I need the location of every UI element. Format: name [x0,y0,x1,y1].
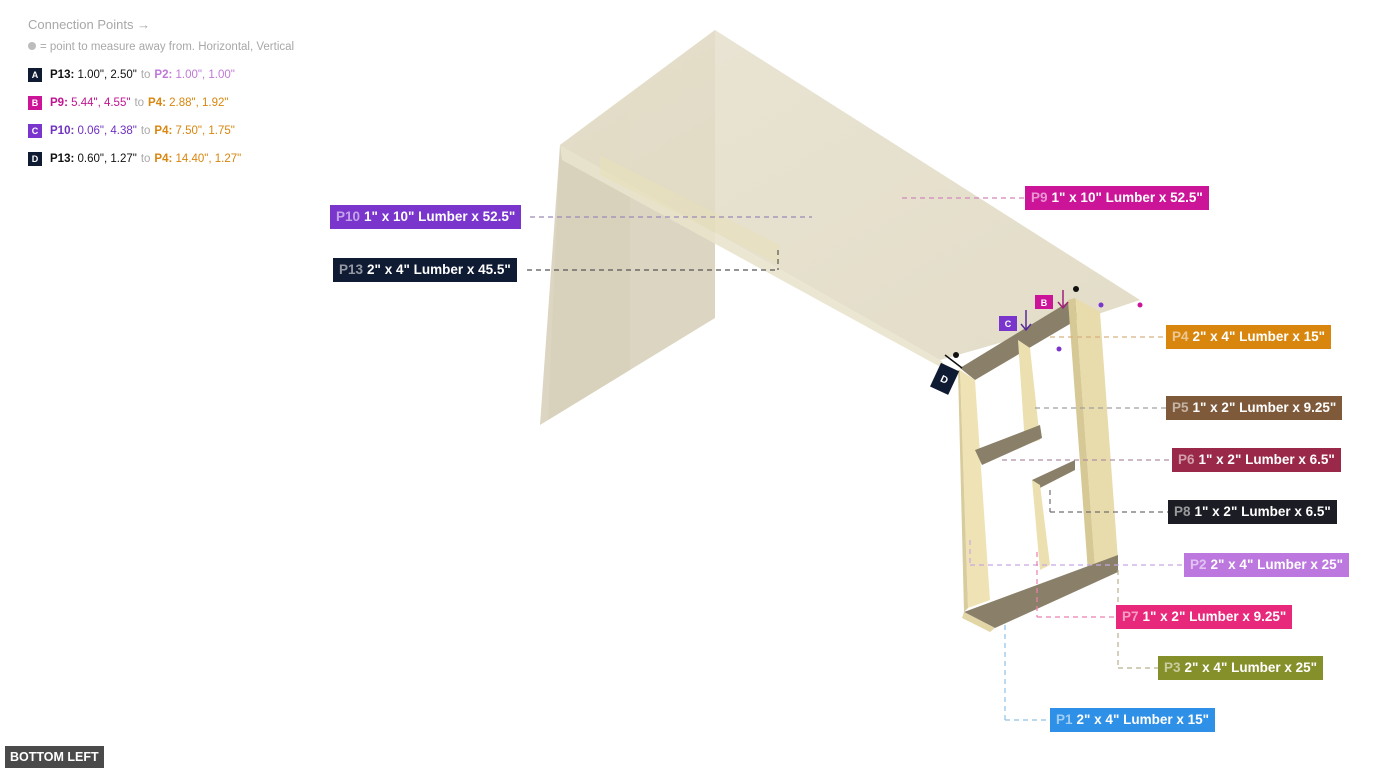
from-part: P13: [50,153,75,165]
part-id: P10 [336,209,361,224]
frame-p4 [960,298,1080,380]
to-part: P4: [154,125,173,137]
to-word: to [134,97,145,109]
connection-row-c: C P10: 0.06", 4.38" to P4: 7.50", 1.75" [28,117,294,145]
part-id: P8 [1174,504,1191,519]
part-desc: 2" x 4" Lumber x 25" [1210,557,1344,572]
to-part: P4: [148,97,166,109]
part-desc: 1" x 2" Lumber x 6.5" [1198,452,1335,467]
part-desc: 1" x 10" Lumber x 52.5" [364,209,516,224]
to-part: P2: [154,69,173,81]
part-id: P7 [1122,609,1139,624]
to-values: 14.40", 1.27" [175,153,242,165]
legend-title: Connection Points → [28,17,151,32]
connection-badge: D [28,152,42,166]
part-desc: 2" x 4" Lumber x 45.5" [367,262,511,277]
to-word: to [140,69,151,81]
svg-text:C: C [1005,319,1012,329]
part-id: P6 [1178,452,1195,467]
connection-row-d: D P13: 0.60", 1.27" to P4: 14.40", 1.27" [28,145,294,173]
marker-b[interactable]: B [1035,295,1053,309]
part-id: P3 [1164,660,1181,675]
view-bottom-left-button[interactable]: BOTTOM LEFT [5,746,104,768]
from-values: 0.60", 1.27" [77,153,137,165]
to-values: 1.00", 1.00" [175,69,235,81]
to-part: P4: [154,153,173,165]
from-values: 1.00", 2.50" [77,69,137,81]
part-id: P5 [1172,400,1189,415]
connection-badge: A [28,68,42,82]
connection-row-a: A P13: 1.00", 2.50" to P2: 1.00", 1.00" [28,61,294,89]
part-desc: 2" x 4" Lumber x 25" [1184,660,1318,675]
connection-badge: C [28,124,42,138]
from-part: P13: [50,69,75,81]
from-part: P10: [50,125,75,137]
to-word: to [140,125,151,137]
part-desc: 1" x 10" Lumber x 52.5" [1051,190,1203,205]
legend-note-text: = point to measure away from. Horizontal… [40,41,295,53]
connection-row-b: B P9: 5.44", 4.55" to P4: 2.88", 1.92" [28,89,294,117]
panel-p9 [560,30,1140,360]
marker-d[interactable]: D [930,362,960,395]
from-part: P9: [50,97,68,109]
to-values: 2.88", 1.92" [169,97,229,109]
part-desc: 2" x 4" Lumber x 15" [1076,712,1210,727]
part-desc: 2" x 4" Lumber x 15" [1192,329,1326,344]
part-id: P9 [1031,190,1048,205]
to-values: 7.50", 1.75" [175,125,235,137]
connection-badge: B [28,96,42,110]
part-id: P2 [1190,557,1207,572]
part-desc: 1" x 2" Lumber x 9.25" [1142,609,1287,624]
from-values: 0.06", 4.38" [77,125,137,137]
from-values: 5.44", 4.55" [71,97,131,109]
part-id: P4 [1172,329,1189,344]
part-id: P1 [1056,712,1073,727]
to-word: to [140,153,151,165]
point-dot-icon [28,42,36,50]
marker-c[interactable]: C [999,316,1017,331]
legend-note: = point to measure away from. Horizontal… [28,41,294,61]
connection-points-legend: Connection Points → = point to measure a… [28,17,294,173]
svg-text:D: D [938,374,949,387]
part-desc: 1" x 2" Lumber x 6.5" [1194,504,1331,519]
part-desc: 1" x 2" Lumber x 9.25" [1192,400,1337,415]
part-id: P13 [339,262,364,277]
svg-text:B: B [1041,298,1048,308]
